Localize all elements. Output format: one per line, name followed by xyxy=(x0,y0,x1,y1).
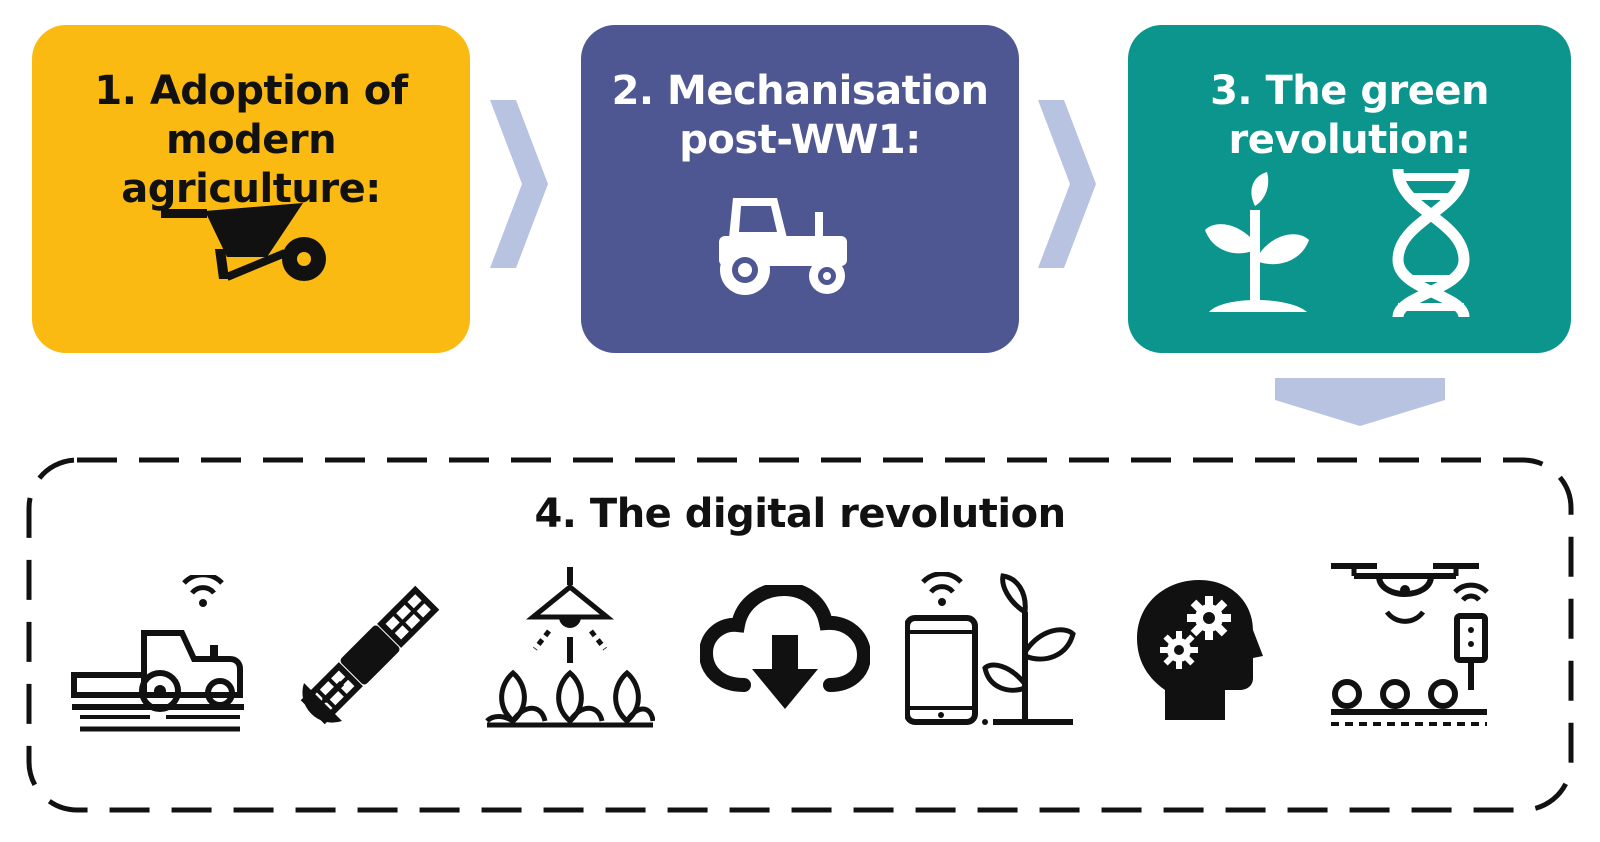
tractor-icon xyxy=(719,198,847,295)
plant-sprout-icon xyxy=(1205,172,1309,312)
stage-2-title-line-2: post-WW1: xyxy=(679,117,921,163)
grow-lamp-icon xyxy=(485,567,655,728)
smart-harvester-icon xyxy=(71,575,244,732)
ai-head-icon xyxy=(1137,580,1263,720)
satellite-icon xyxy=(300,585,440,725)
stage-2-title: 2. Mechanisation post-WW1: xyxy=(581,67,1019,165)
drone-conveyor-icon xyxy=(1331,563,1489,726)
stage-1-title: 1. Adoption of modern agriculture: xyxy=(32,67,470,214)
arrow-right-2 xyxy=(1038,100,1096,268)
stage-3-title-line-2: revolution: xyxy=(1228,117,1471,163)
smartphone-plant-icon xyxy=(905,572,1076,725)
stage-3-title: 3. The green revolution: xyxy=(1128,67,1571,165)
cloud-download-icon xyxy=(700,585,870,709)
stage-1-title-line-1: 1. Adoption of xyxy=(94,68,408,114)
stage-1-card: 1. Adoption of modern agriculture: xyxy=(32,25,470,353)
stage-3-title-line-1: 3. The green xyxy=(1210,68,1489,114)
arrow-right-1 xyxy=(490,100,548,268)
stage-2-card: 2. Mechanisation post-WW1: xyxy=(581,25,1019,353)
digital-revolution-title: 4. The digital revolution xyxy=(534,491,1066,537)
wheelbarrow-icon xyxy=(161,203,326,281)
arrow-down xyxy=(1275,378,1445,426)
stage-3-card: 3. The green revolution: xyxy=(1128,25,1571,353)
digital-revolution-box xyxy=(26,457,1574,813)
stage-2-title-line-1: 2. Mechanisation xyxy=(611,68,989,114)
dna-icon xyxy=(1392,168,1470,319)
stage-1-title-line-2: modern agriculture: xyxy=(121,117,381,212)
